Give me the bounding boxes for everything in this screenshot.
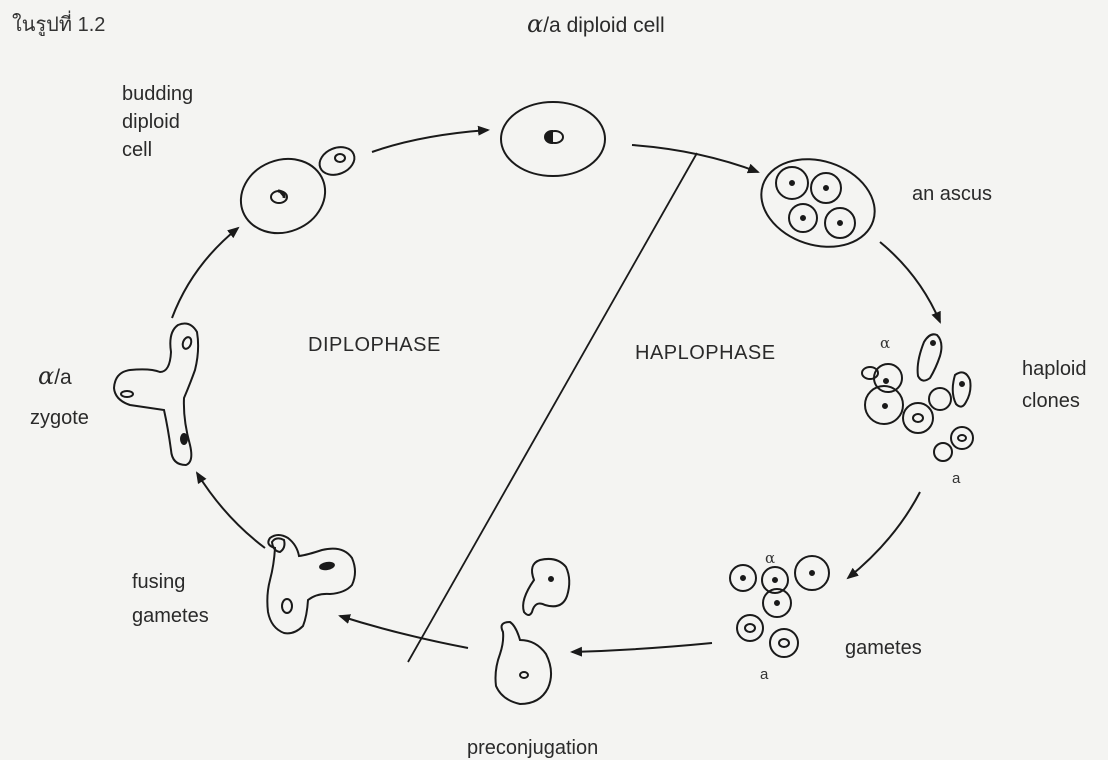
fusing-gametes-cell <box>267 535 355 633</box>
arrow-to-diploid <box>372 130 488 152</box>
arrow-to-fusing <box>340 616 468 648</box>
diplophase-label: DIPLOPHASE <box>308 334 441 357</box>
mating-type-a-gametes: a <box>760 666 768 683</box>
preconjugation-cells <box>496 559 570 704</box>
mating-type-alpha-haploid: α <box>880 334 890 352</box>
phase-divider-line <box>408 153 697 662</box>
budding-cell-label: budding diploid cell <box>122 80 193 164</box>
budding-cell <box>230 142 359 245</box>
preconjugation-label: preconjugation <box>467 734 598 760</box>
arrow-to-budding <box>172 228 238 318</box>
diploid-cell <box>501 102 605 176</box>
arrow-to-gametes <box>848 492 920 578</box>
arrow-to-haploid <box>880 242 940 322</box>
ascus-label: an ascus <box>912 180 992 208</box>
mating-type-alpha-gametes: α <box>765 549 775 567</box>
zygote-greek-label: α/a <box>38 362 72 392</box>
gametes-cells <box>730 556 829 657</box>
arrow-to-ascus <box>632 145 758 172</box>
haploid-clones-label: haploid clones <box>1022 355 1087 415</box>
ascus-cell <box>750 145 886 261</box>
zygote-cell <box>114 324 198 465</box>
arrow-to-preconjugation <box>572 643 712 652</box>
mating-type-a-haploid: a <box>952 470 960 487</box>
haploid-clones <box>862 334 973 461</box>
zygote-label: zygote <box>30 404 89 432</box>
gametes-label: gametes <box>845 634 922 662</box>
haplophase-label: HAPLOPHASE <box>635 342 776 365</box>
arrow-to-zygote <box>197 473 265 548</box>
fusing-gametes-label: fusing gametes <box>132 568 209 630</box>
diploid-cell-label: α/a diploid cell <box>527 10 665 40</box>
